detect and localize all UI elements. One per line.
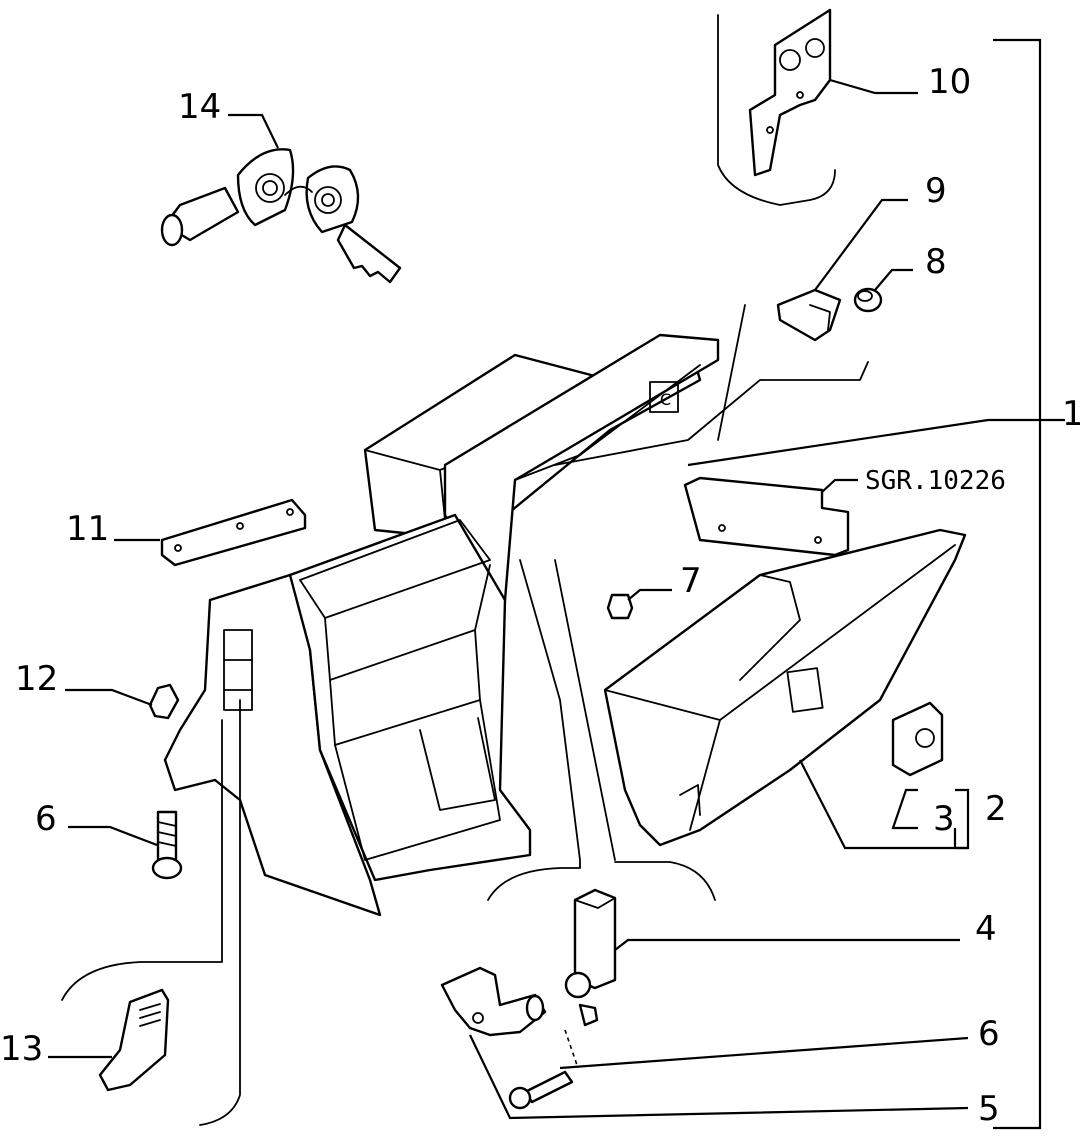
part-9-latch-bracket	[776, 288, 842, 342]
assembly-bracket	[993, 38, 1042, 1130]
callout-6-left: 6	[35, 799, 57, 839]
callout-14: 14	[178, 87, 221, 127]
svg-text:C: C	[660, 390, 671, 409]
group-10-outline	[717, 14, 836, 206]
part-8-plug	[853, 287, 883, 313]
callout-13: 13	[0, 1029, 43, 1069]
callout-6-bottom: 6	[978, 1014, 1000, 1054]
leader-lines	[48, 78, 1065, 1120]
part-12-clip	[148, 683, 180, 720]
callout-11: 11	[66, 509, 109, 549]
group-4-5-outline-right	[554, 559, 716, 901]
console-housing: C	[163, 333, 720, 917]
reference-panel	[683, 476, 850, 557]
part-3-cover-cap	[891, 701, 944, 777]
callout-5: 5	[978, 1089, 1000, 1129]
callout-9: 9	[925, 171, 947, 211]
part-10-hinge-plate	[748, 8, 832, 177]
group-9-detail	[717, 304, 746, 441]
group-13-left-guide	[199, 699, 241, 1126]
callout-3: 3	[933, 799, 955, 839]
part-7-nut	[606, 593, 634, 620]
group-4-5-outline	[487, 559, 581, 901]
part-4-latch	[564, 888, 617, 1027]
callout-10: 10	[928, 62, 971, 102]
group-13-outline	[61, 719, 223, 1001]
group-8-detail	[554, 361, 869, 466]
reference-code: SGR.10226	[865, 466, 1006, 496]
callout-4: 4	[975, 909, 997, 949]
part-11-trim-strip	[160, 498, 307, 567]
callout-labels: 14 11 12 6 13 10 9 8 1 SGR.10226 7 3 2 4…	[0, 62, 1080, 1129]
callout-12: 12	[15, 659, 58, 699]
part-6-screw-left	[151, 810, 183, 880]
part-5-hinge-bracket	[440, 966, 547, 1037]
part-14-lock-and-keys	[160, 148, 402, 284]
callout-2: 2	[985, 789, 1007, 829]
callout-1: 1	[1062, 394, 1080, 434]
part-6-screw-bottom	[508, 1029, 579, 1110]
callout-8: 8	[925, 242, 947, 282]
callout-7: 7	[680, 561, 702, 601]
part-13-cover	[98, 988, 170, 1092]
part-2-glovebox-lid	[603, 528, 967, 847]
